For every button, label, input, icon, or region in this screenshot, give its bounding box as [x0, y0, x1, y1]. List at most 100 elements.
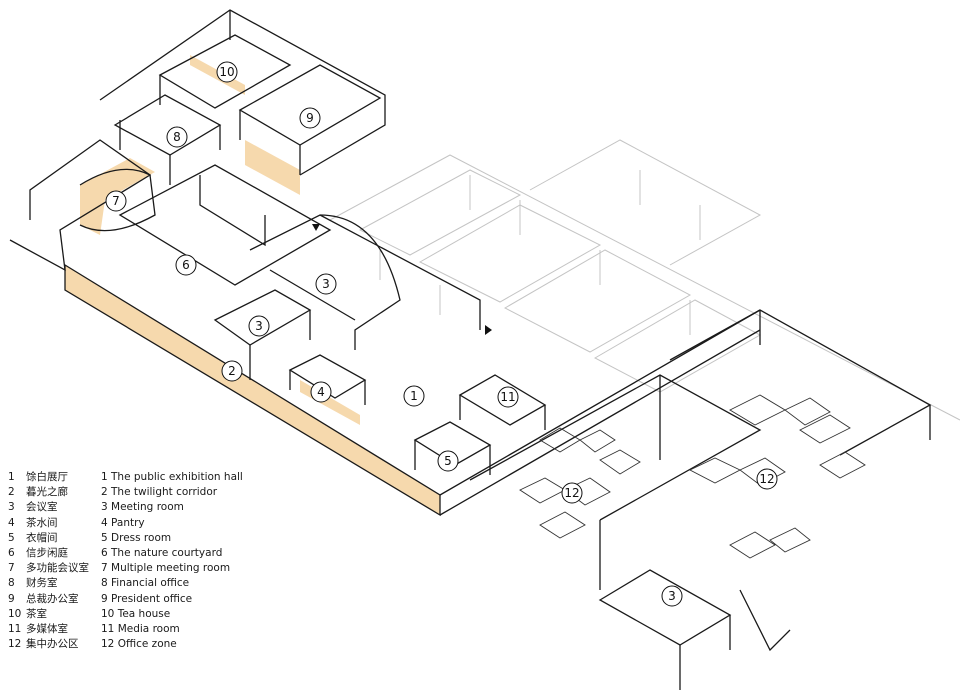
legend-row: 4 茶水间 4 Pantry	[8, 516, 448, 531]
room-marker-circle	[248, 315, 270, 337]
room-marker: 3	[315, 273, 337, 295]
legend-number: 2	[8, 486, 15, 499]
room-marker-number: 5	[444, 454, 452, 468]
room-marker: 10	[216, 61, 238, 83]
room-marker-number: 10	[219, 65, 234, 79]
room-marker-circle	[216, 61, 238, 83]
room-marker-number: 4	[317, 385, 325, 399]
legend-number: 11	[8, 622, 22, 635]
legend-chinese-label: 茶室	[26, 607, 47, 620]
legend-chinese-label: 多功能会议室	[26, 562, 89, 575]
legend-chinese-label: 集中办公区	[26, 638, 79, 651]
room-marker: 4	[310, 381, 332, 403]
legend-row: 10 茶室 10 Tea house	[8, 607, 448, 622]
legend-chinese-label: 多媒体室	[26, 622, 68, 635]
legend-english-label: 1 The public exhibition hall	[101, 471, 243, 483]
legend-english-label: 12 Office zone	[101, 638, 177, 651]
room-marker-circle	[561, 482, 583, 504]
legend-chinese-label: 茶水间	[26, 516, 58, 529]
legend-english-label: 4 Pantry	[101, 516, 145, 529]
legend-number: 1	[8, 471, 15, 483]
room-marker-number: 11	[500, 390, 515, 404]
room-marker-circle	[315, 273, 337, 295]
room-marker-circle	[497, 386, 519, 408]
legend-english-label: 3 Meeting room	[101, 501, 184, 514]
room-marker-number: 12	[564, 486, 579, 500]
legend-row: 8 财务室 8 Financial office	[8, 576, 448, 591]
legend-number: 12	[8, 638, 22, 651]
legend-english-label: 5 Dress room	[101, 531, 172, 544]
entrance-arrow-icon	[485, 325, 492, 335]
legend-number: 7	[8, 562, 15, 575]
legend-english-label: 7 Multiple meeting room	[101, 562, 231, 575]
legend-number: 4	[8, 516, 15, 529]
legend-row: 11 多媒体室 11 Media room	[8, 622, 448, 637]
legend-chinese-label: 总裁办公室	[26, 592, 79, 605]
room-marker-number: 3	[322, 277, 330, 291]
room-marker-circle	[221, 360, 243, 382]
legend-number: 3	[8, 501, 15, 514]
room-marker: 8	[166, 126, 188, 148]
room-marker-number: 3	[255, 319, 263, 333]
room-marker-circle	[403, 385, 425, 407]
legend-chinese-label: 财务室	[26, 577, 58, 590]
legend-number: 6	[8, 546, 15, 559]
legend-english-label: 9 President office	[101, 592, 193, 605]
room-marker: 6	[175, 254, 197, 276]
legend-row: 12 集中办公区 12 Office zone	[8, 637, 448, 652]
legend-number: 9	[8, 592, 15, 605]
room-marker-circle	[661, 585, 683, 607]
room-marker: 7	[105, 190, 127, 212]
room-marker-number: 8	[173, 130, 181, 144]
legend-chinese-label: 衣帽间	[26, 531, 58, 544]
room-marker-number: 9	[306, 111, 314, 125]
legend-english-label: 6 The nature courtyard	[101, 546, 223, 559]
workstation-clusters	[519, 394, 866, 559]
legend-number: 5	[8, 531, 15, 544]
legend-number: 10	[8, 607, 22, 620]
adjacent-building-outline	[329, 139, 960, 421]
legend-row: 7 多功能会议室 7 Multiple meeting room	[8, 561, 448, 576]
room-marker: 3	[248, 315, 270, 337]
room-marker: 3	[661, 585, 683, 607]
room-marker: 1	[403, 385, 425, 407]
room-marker: 9	[299, 107, 321, 129]
room-marker: 11	[497, 386, 519, 408]
room-marker-circle	[756, 468, 778, 490]
room-marker-circle	[299, 107, 321, 129]
room-marker-circle	[437, 450, 459, 472]
legend-row: 1 馀白展厅 1 The public exhibition hall	[8, 470, 448, 485]
room-marker-number: 2	[228, 364, 236, 378]
entrance-arrows	[312, 224, 492, 335]
room-marker-number: 12	[759, 472, 774, 486]
room-marker-number: 6	[182, 258, 190, 272]
room-marker: 12	[561, 482, 583, 504]
room-marker-circle	[310, 381, 332, 403]
legend-english-label: 8 Financial office	[101, 577, 190, 590]
legend-chinese-label: 信步闲庭	[26, 546, 68, 559]
legend-row: 6 信步闲庭 6 The nature courtyard	[8, 546, 448, 561]
room-marker: 5	[437, 450, 459, 472]
wood-finish-areas	[65, 55, 440, 515]
room-marker-number: 1	[410, 389, 418, 403]
entrance-arrow-icon	[312, 224, 320, 231]
legend-english-label: 11 Media room	[101, 622, 180, 635]
room-marker-circle	[105, 190, 127, 212]
legend-english-label: 10 Tea house	[101, 607, 171, 620]
legend-row: 3 会议室 3 Meeting room	[8, 500, 448, 515]
legend-english-label: 2 The twilight corridor	[101, 486, 218, 499]
legend-chinese-label: 会议室	[26, 501, 58, 514]
room-marker-number: 3	[668, 589, 676, 603]
room-marker: 2	[221, 360, 243, 382]
room-marker-circle	[175, 254, 197, 276]
legend-row: 9 总裁办公室 9 President office	[8, 592, 448, 607]
room-marker-number: 7	[112, 194, 120, 208]
room-marker: 12	[756, 468, 778, 490]
legend-number: 8	[8, 577, 15, 590]
room-marker-circle	[166, 126, 188, 148]
legend-chinese-label: 馀白展厅	[26, 471, 68, 483]
